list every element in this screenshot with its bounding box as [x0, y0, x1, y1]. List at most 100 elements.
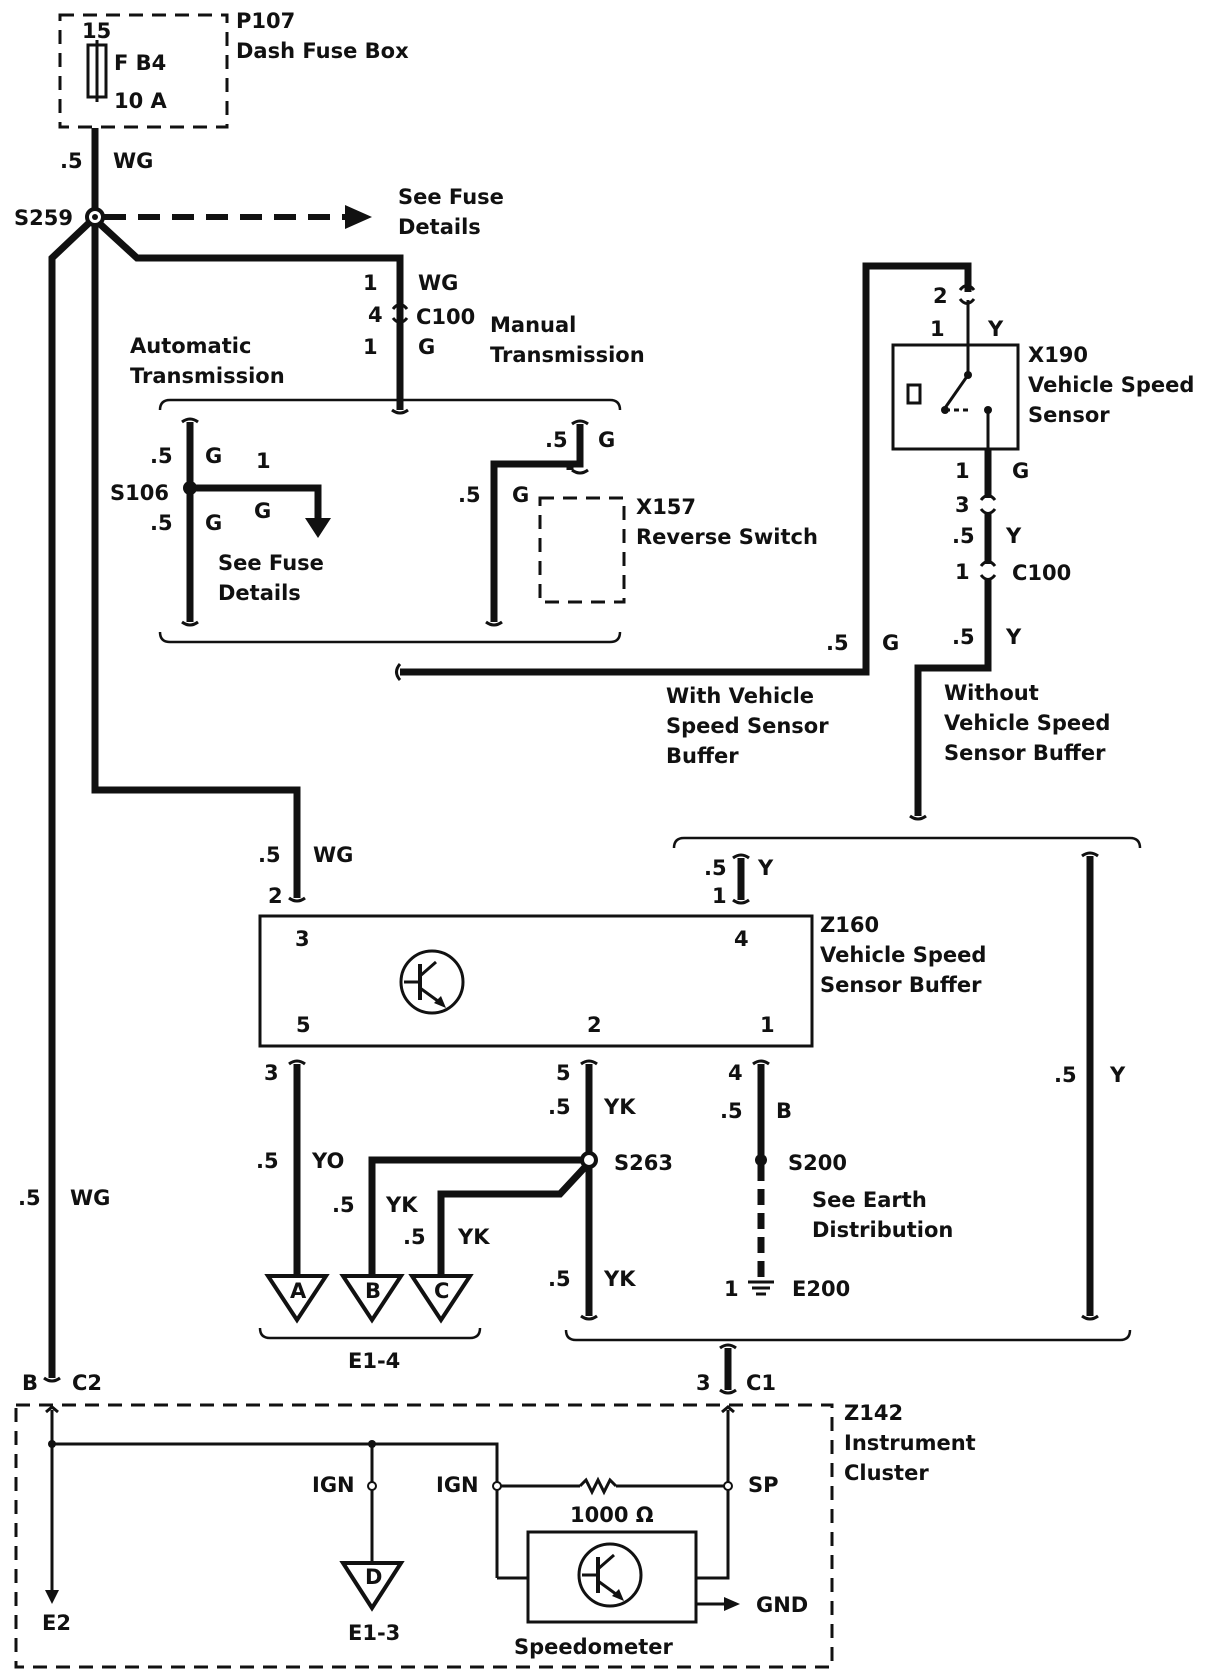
- svg-text:1: 1: [712, 884, 727, 908]
- svg-text:1: 1: [955, 459, 970, 483]
- svg-text:2: 2: [587, 1013, 602, 1037]
- svg-text:Speed Sensor: Speed Sensor: [666, 714, 829, 738]
- y-to-z160: .5 Y 1: [704, 853, 774, 908]
- instrument-cluster-z142: Z142 Instrument Cluster E2 IGN D E1-3 IG…: [14, 1401, 976, 1669]
- svg-text:1: 1: [955, 560, 970, 584]
- svg-text:.5: .5: [458, 483, 481, 507]
- splice-s259: S259: [14, 206, 73, 230]
- svg-text:B: B: [365, 1279, 381, 1303]
- svg-text:Vehicle Speed: Vehicle Speed: [1028, 373, 1194, 397]
- svg-text:.5: .5: [258, 843, 281, 867]
- svg-text:4: 4: [734, 927, 749, 951]
- svg-text:C: C: [434, 1279, 449, 1303]
- svg-text:D: D: [365, 1565, 382, 1589]
- svg-text:Details: Details: [398, 215, 481, 239]
- svg-text:YK: YK: [457, 1225, 490, 1249]
- svg-text:.5: .5: [60, 149, 83, 173]
- svg-text:Y: Y: [987, 317, 1004, 341]
- without-buffer-y-wire: 1 G 3 .5 Y 1 C100 .5 Y Without Vehicle S…: [909, 449, 1110, 821]
- svg-text:A: A: [290, 1279, 307, 1303]
- svg-text:5: 5: [556, 1061, 571, 1085]
- svg-text:G: G: [882, 631, 899, 655]
- splice-s263: S263: [614, 1151, 673, 1175]
- x190-id: X190: [1028, 343, 1088, 367]
- svg-text:G: G: [598, 428, 615, 452]
- svg-text:Without: Without: [944, 681, 1039, 705]
- svg-text:IGN: IGN: [436, 1473, 479, 1497]
- splice-s106: S106: [110, 481, 169, 505]
- svg-text:With Vehicle: With Vehicle: [666, 684, 814, 708]
- svg-text:.5: .5: [403, 1225, 426, 1249]
- svg-text:Instrument: Instrument: [844, 1431, 976, 1455]
- e200-label: E200: [792, 1277, 850, 1301]
- bracket-buffer-top: [672, 836, 1142, 849]
- svg-text:YO: YO: [311, 1149, 344, 1173]
- svg-text:3: 3: [295, 927, 310, 951]
- x157-id: X157: [636, 495, 696, 519]
- svg-text:Manual: Manual: [490, 313, 576, 337]
- svg-text:WG: WG: [313, 843, 353, 867]
- svg-text:3: 3: [696, 1371, 711, 1395]
- svg-text:YK: YK: [385, 1193, 418, 1217]
- z160-id: Z160: [820, 913, 879, 937]
- speedometer-label: Speedometer: [514, 1635, 674, 1659]
- connector-c100: C100: [416, 305, 475, 329]
- svg-text:Vehicle Speed: Vehicle Speed: [944, 711, 1110, 735]
- svg-text:Vehicle Speed: Vehicle Speed: [820, 943, 986, 967]
- fuse-box-p107: 15 F B4 10 A P107 Dash Fuse Box: [58, 9, 409, 129]
- svg-text:Sensor: Sensor: [1028, 403, 1110, 427]
- svg-text:.5: .5: [545, 428, 568, 452]
- svg-text:3: 3: [264, 1061, 279, 1085]
- svg-text:Y: Y: [1005, 524, 1022, 548]
- svg-text:B: B: [776, 1099, 792, 1123]
- svg-text:WG: WG: [113, 149, 153, 173]
- ground-icon: [748, 1280, 774, 1296]
- svg-text:.5: .5: [720, 1099, 743, 1123]
- connector-c1: 3 C1: [696, 1343, 776, 1395]
- ref-e1-4: E1-4: [348, 1349, 400, 1373]
- fuse-rating: 10 A: [114, 89, 168, 113]
- svg-text:Y: Y: [1005, 625, 1022, 649]
- svg-text:Buffer: Buffer: [666, 744, 739, 768]
- bracket-transmission-bottom: [158, 631, 622, 644]
- wg-to-c100: 1 WG 4 C100 1 G Manual Transmission Auto…: [97, 221, 645, 415]
- svg-text:Automatic: Automatic: [130, 334, 251, 358]
- buffer-z160: 3 4 5 2 1 Z160 Vehicle Speed Sensor Buff…: [258, 913, 986, 1048]
- svg-text:Cluster: Cluster: [844, 1461, 929, 1485]
- speed-sensor-x190: X190 Vehicle Speed Sensor 2 1 Y: [891, 284, 1194, 451]
- svg-text:Distribution: Distribution: [812, 1218, 953, 1242]
- bypass-y-wire: .5 Y: [1054, 851, 1126, 1321]
- svg-text:1: 1: [363, 335, 378, 359]
- svg-text:C2: C2: [72, 1371, 102, 1395]
- connector-c2: B C2: [22, 1371, 102, 1395]
- x157-name: Reverse Switch: [636, 525, 818, 549]
- fuse-box-id: P107: [236, 9, 295, 33]
- svg-text:1: 1: [256, 449, 271, 473]
- svg-text:5: 5: [296, 1013, 311, 1037]
- svg-text:See Earth: See Earth: [812, 1188, 927, 1212]
- svg-text:.5: .5: [952, 524, 975, 548]
- fuse-terminal: 15: [82, 19, 111, 43]
- yo-wire: 3 .5 YO: [256, 1059, 344, 1276]
- transistor-icon: [399, 949, 465, 1015]
- svg-text:.5: .5: [332, 1193, 355, 1217]
- svg-text:1: 1: [930, 317, 945, 341]
- svg-text:See Fuse: See Fuse: [218, 551, 324, 575]
- svg-text:Transmission: Transmission: [130, 364, 285, 388]
- svg-text:Y: Y: [757, 856, 774, 880]
- svg-text:Sensor Buffer: Sensor Buffer: [820, 973, 982, 997]
- svg-text:.5: .5: [704, 856, 727, 880]
- bracket-buffer-bottom: [564, 1329, 1132, 1342]
- fuse-id: F B4: [114, 51, 166, 75]
- svg-text:.5: .5: [150, 444, 173, 468]
- z142-id: Z142: [844, 1401, 903, 1425]
- svg-text:Details: Details: [218, 581, 301, 605]
- svg-text:.5: .5: [18, 1186, 41, 1210]
- svg-text:IGN: IGN: [312, 1473, 355, 1497]
- svg-text:Transmission: Transmission: [490, 343, 645, 367]
- svg-text:4: 4: [728, 1061, 743, 1085]
- svg-text:1: 1: [760, 1013, 775, 1037]
- svg-text:.5: .5: [952, 625, 975, 649]
- connector-c100-b: C100: [1012, 561, 1071, 585]
